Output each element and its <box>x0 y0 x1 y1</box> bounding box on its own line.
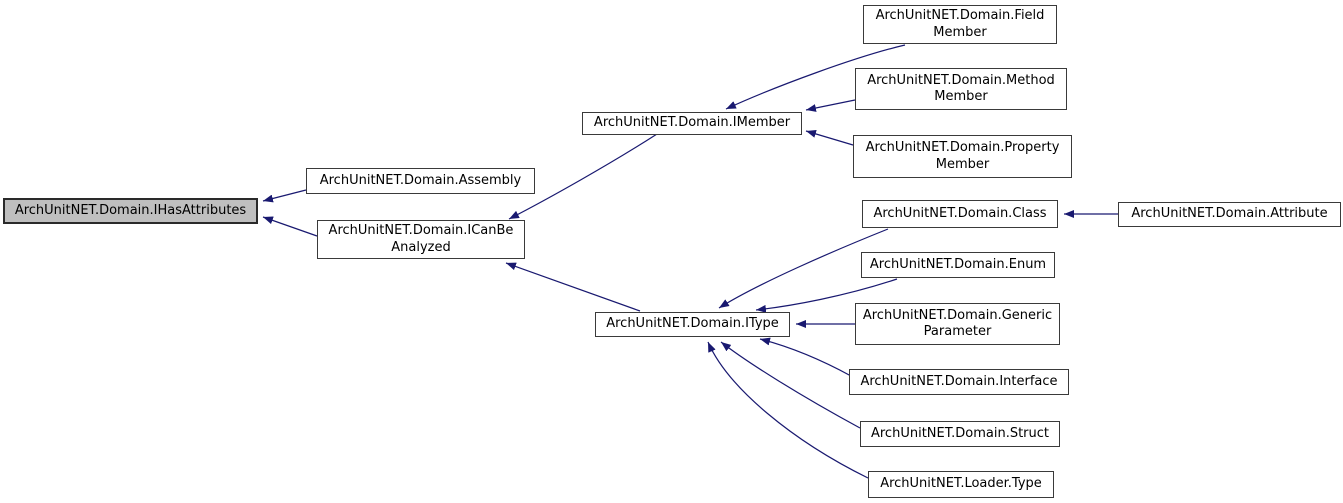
node-attribute[interactable]: ArchUnitNET.Domain.Attribute <box>1118 202 1341 227</box>
edge-class-to-itype <box>718 228 889 309</box>
node-propertymember[interactable]: ArchUnitNET.Domain.Property Member <box>853 135 1072 178</box>
node-struct[interactable]: ArchUnitNET.Domain.Struct <box>860 421 1060 447</box>
node-class[interactable]: ArchUnitNET.Domain.Class <box>862 200 1058 228</box>
edge-interface-to-itype <box>759 337 852 377</box>
node-icanbeanalyzed[interactable]: ArchUnitNET.Domain.ICanBe Analyzed <box>317 220 525 259</box>
edge-imember-to-icanbeanalyzed <box>508 133 658 220</box>
node-imember[interactable]: ArchUnitNET.Domain.IMember <box>582 112 802 135</box>
node-genericparameter[interactable]: ArchUnitNET.Domain.Generic Parameter <box>855 303 1060 345</box>
node-assembly[interactable]: ArchUnitNET.Domain.Assembly <box>306 168 535 194</box>
edge-assembly-to-ihasattributes <box>262 189 307 203</box>
edge-enum-to-itype <box>755 278 898 313</box>
edge-fieldmember-to-imember <box>725 44 906 110</box>
edge-icanbeanalyzed-to-ihasattributes <box>262 216 318 237</box>
node-fieldmember[interactable]: ArchUnitNET.Domain.Field Member <box>863 5 1057 44</box>
node-interface[interactable]: ArchUnitNET.Domain.Interface <box>849 369 1069 395</box>
edge-itype-to-icanbeanalyzed <box>505 262 641 312</box>
node-enum[interactable]: ArchUnitNET.Domain.Enum <box>861 252 1055 278</box>
node-ihasattributes: ArchUnitNET.Domain.IHasAttributes <box>3 198 258 224</box>
edge-methodmember-to-imember <box>805 99 856 112</box>
edge-struct-to-itype <box>720 341 861 429</box>
node-itype[interactable]: ArchUnitNET.Domain.IType <box>595 312 790 337</box>
edge-loadertype-to-itype <box>707 341 869 479</box>
node-methodmember[interactable]: ArchUnitNET.Domain.Method Member <box>855 68 1067 110</box>
edge-propertymember-to-imember <box>805 130 854 146</box>
node-loadertype[interactable]: ArchUnitNET.Loader.Type <box>868 471 1054 498</box>
